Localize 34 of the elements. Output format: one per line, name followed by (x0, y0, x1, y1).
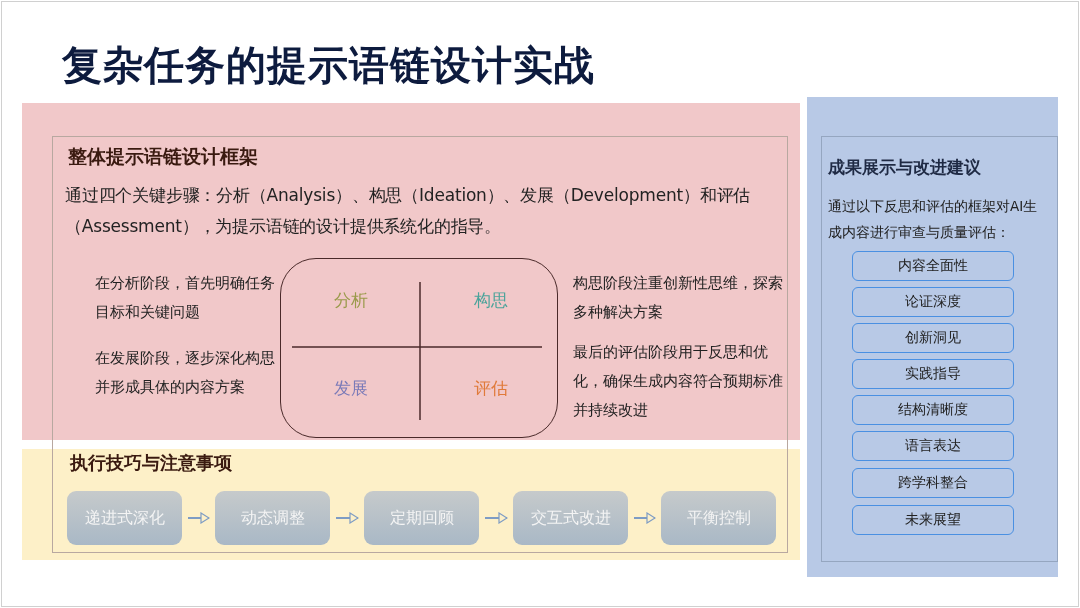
criterion-box: 内容全面性 (852, 251, 1014, 281)
section-heading: 整体提示语链设计框架 (68, 144, 258, 169)
quadrant-label: 评估 (473, 377, 509, 400)
criterion-box: 语言表达 (852, 431, 1014, 461)
criterion-box: 实践指导 (852, 359, 1014, 389)
criterion-box: 跨学科整合 (852, 468, 1014, 498)
quadrant-label: 构思 (473, 289, 509, 312)
step-box: 递进式深化 (67, 491, 182, 545)
stage-note: 最后的评估阶段用于反思和优化，确保生成内容符合预期标准并持续改进 (573, 342, 784, 421)
quadrant-label: 发展 (333, 377, 369, 400)
quadrant-label: 分析 (333, 289, 369, 312)
section-band (22, 449, 800, 560)
section-heading: 成果展示与改进建议 (828, 156, 981, 179)
arrow (187, 512, 210, 524)
stage-note: 构思阶段注重创新性思维，探索多种解决方案 (573, 273, 784, 323)
stage-note: 在发展阶段，逐步深化构思并形成具体的内容方案 (95, 348, 276, 398)
section-band (22, 103, 800, 440)
step-box: 平衡控制 (661, 491, 776, 545)
intro-text: 通过四个关键步骤：分析（Analysis）、构思（Ideation）、发展（Development）和评估（Assessment），为提示语链的设计提供系统化的指导。 (65, 184, 752, 238)
criterion-box: 创新洞见 (852, 323, 1014, 353)
intro-text: 通过以下反思和评估的框架对AI生成内容进行审查与质量评估： (828, 197, 1039, 242)
step-box: 定期回顾 (364, 491, 479, 545)
arrow (484, 512, 508, 524)
slide-title: 复杂任务的提示语链设计实战 (62, 41, 595, 90)
arrow (633, 512, 656, 524)
criterion-box: 结构清晰度 (852, 395, 1014, 425)
criterion-box: 未来展望 (852, 505, 1014, 535)
criterion-box: 论证深度 (852, 287, 1014, 317)
stage-note: 在分析阶段，首先明确任务目标和关键问题 (95, 273, 276, 323)
section-band (807, 97, 1058, 577)
arrow (335, 512, 359, 524)
step-box: 交互式改进 (513, 491, 628, 545)
section-heading: 执行技巧与注意事项 (70, 451, 232, 475)
step-box: 动态调整 (215, 491, 330, 545)
